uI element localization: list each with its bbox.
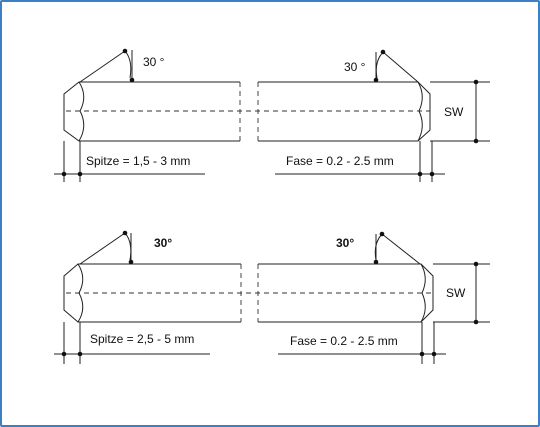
top-left-angle-dot-a	[122, 48, 128, 54]
bottom-chamfer-label: Fase = 0.2 - 2.5 mm	[290, 334, 398, 348]
top-sw-dot-bottom	[473, 138, 479, 144]
top-figure: 30 ° 30 ° SW Spitze = 1,5 - 3 mm Fase = …	[54, 48, 490, 182]
top-chamfer-label: Fase = 0.2 - 2.5 mm	[286, 154, 394, 168]
bottom-right-angle-dot-a	[379, 231, 385, 237]
top-tip-dot-1	[61, 171, 67, 177]
top-left-angle-leader	[79, 50, 126, 83]
bottom-left-bar-outline	[63, 263, 241, 323]
bottom-chamfer-dot-1	[419, 351, 425, 357]
bottom-sw-dot-bottom	[473, 319, 479, 325]
bottom-tip-dot-1	[61, 351, 67, 357]
bottom-right-bar-outline	[258, 263, 434, 323]
bottom-right-angle-leader	[381, 233, 421, 265]
bottom-left-angle-dot-b	[128, 259, 134, 265]
bottom-tip-label: Spitze = 2,5 - 5 mm	[90, 332, 194, 346]
top-left-angle-label: 30 °	[143, 55, 165, 69]
top-right-angle-arc	[375, 51, 384, 79]
top-left-angle-arc	[124, 50, 132, 79]
top-right-angle-dot-b	[373, 77, 379, 83]
top-right-tip-curve	[417, 81, 423, 142]
top-chamfer-dot-1	[417, 171, 423, 177]
top-tip-label: Spitze = 1,5 - 3 mm	[86, 154, 190, 168]
top-left-angle-dot-b	[129, 77, 135, 83]
bottom-left-angle-label: 30°	[154, 236, 172, 250]
bottom-left-angle-arc	[124, 232, 132, 261]
top-sw-dot-top	[473, 79, 479, 85]
top-right-angle-leader	[382, 51, 419, 83]
top-right-angle-label: 30 °	[344, 60, 366, 74]
bottom-sw-dot-top	[473, 261, 479, 267]
bottom-right-angle-label: 30°	[336, 236, 354, 250]
bottom-tip-dot-2	[77, 351, 83, 357]
top-right-bar-outline	[258, 81, 431, 142]
top-tip-dot-2	[77, 171, 83, 177]
bottom-left-angle-dot-a	[122, 230, 128, 236]
bottom-chamfer-dot-2	[431, 351, 437, 357]
top-left-tip-curve	[78, 81, 85, 142]
bottom-sw-label: SW	[446, 286, 466, 300]
top-chamfer-dot-2	[429, 171, 435, 177]
top-right-angle-dot-a	[380, 49, 386, 55]
bottom-figure: 30° 30° SW Spitze = 2,5 - 5 mm Fase = 0.…	[54, 230, 490, 364]
bottom-left-angle-leader	[79, 232, 126, 265]
top-sw-label: SW	[444, 105, 464, 119]
top-left-bar-outline	[63, 81, 240, 142]
bottom-right-angle-dot-b	[373, 259, 379, 265]
